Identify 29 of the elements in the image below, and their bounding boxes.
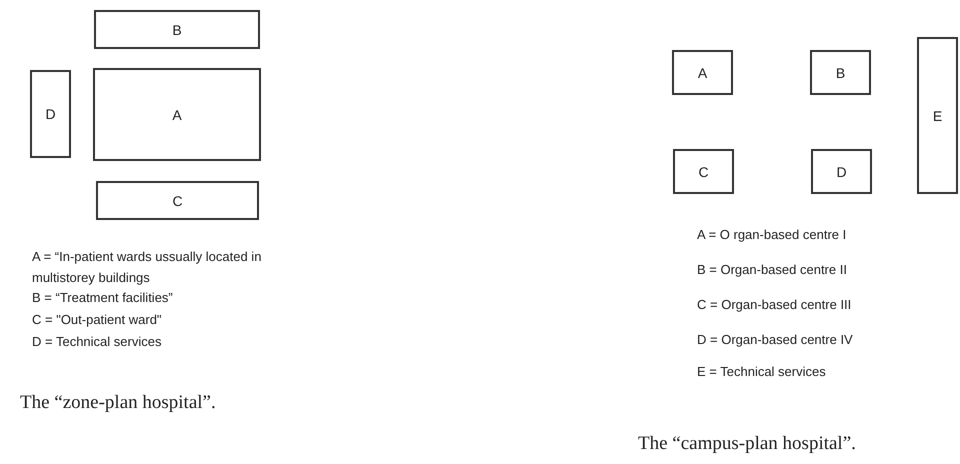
key-entry: D = Technical services (32, 333, 162, 351)
plan-block (673, 149, 734, 194)
key-entry: D = Organ-based centre IV (697, 331, 854, 349)
plan-block (917, 37, 958, 194)
key-entry: B = “Treatment facilities” (32, 289, 174, 307)
block-letter: B (836, 64, 846, 80)
plan-block (672, 50, 733, 95)
plan-block (810, 50, 871, 95)
block-letter: E (932, 108, 942, 124)
plan-block (811, 149, 872, 194)
figure-caption: The “zone-plan hospital”. (20, 392, 216, 414)
plan-block (30, 70, 71, 158)
key-entry: C = Organ-based centre III (697, 296, 852, 314)
key-entry: A = O rgan-based centre I (697, 226, 848, 244)
plan-block (96, 181, 259, 220)
block-letter: C (172, 192, 183, 208)
block-letter: A (172, 106, 182, 122)
plan-block (94, 10, 260, 49)
block-letter: B (172, 22, 182, 38)
block-letter: D (45, 106, 56, 122)
block-letter: C (698, 164, 709, 180)
block-letter: D (836, 164, 847, 180)
key-entry: A = “In-patient wards ussually located in multistorey buildings (32, 248, 262, 287)
plan-block (93, 68, 261, 161)
key-entry: E = Technical services (697, 363, 827, 381)
figure-caption: The “campus-plan hospital”. (638, 433, 856, 455)
key-entry: B = Organ-based centre II (697, 261, 848, 279)
block-letter: A (698, 64, 708, 80)
key-entry: C = "Out-patient ward" (32, 311, 163, 329)
